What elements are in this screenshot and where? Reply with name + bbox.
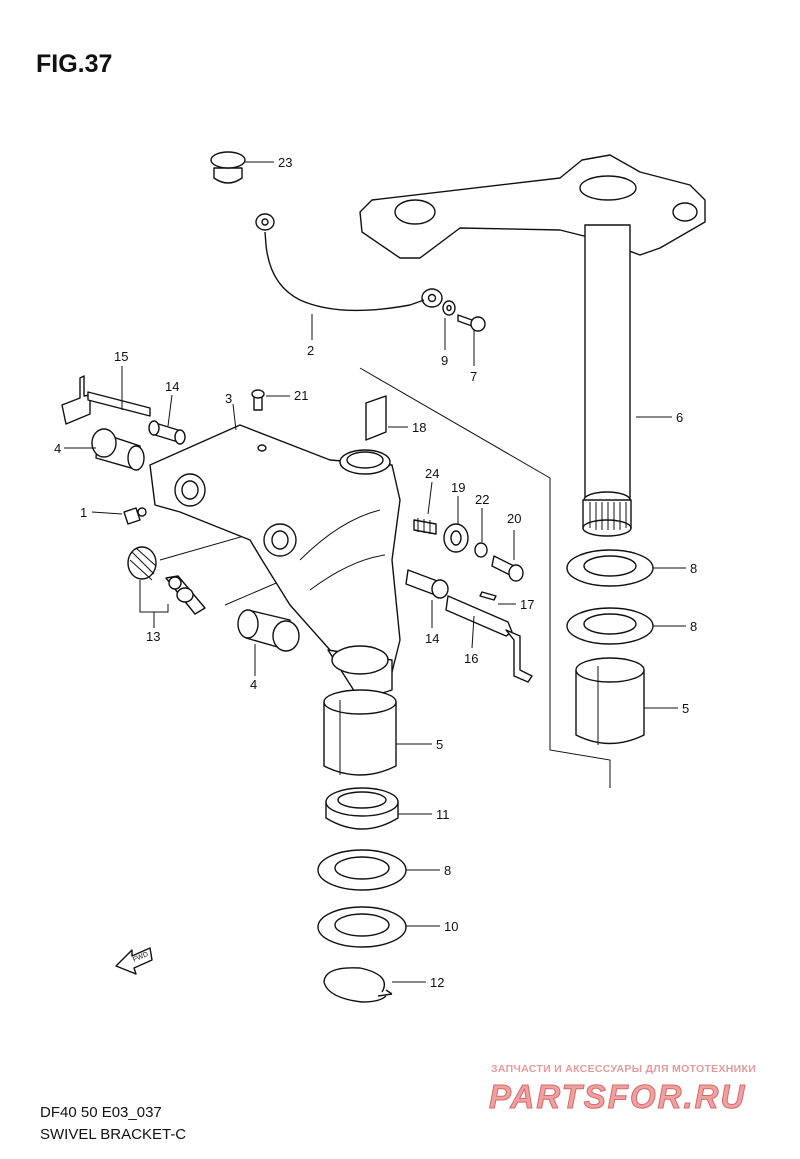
tilt-pin-15 [61,375,151,425]
callout-23: 23 [278,155,292,170]
callout-13: 13 [146,629,160,644]
callout-9: 9 [441,353,448,368]
seal-11 [325,787,399,830]
callout-12: 12 [430,975,444,990]
ground-wire-part [255,213,443,312]
knob-19 [443,523,469,553]
callout-10: 10 [444,919,458,934]
watermark-logo: PARTSFOR.RU [488,1078,747,1116]
callout-21: 21 [294,388,308,403]
leader-lines [64,161,686,983]
callout-numbers: 23 2 9 7 15 14 3 21 18 4 6 24 19 22 20 1… [54,155,697,990]
callout-5-right: 5 [682,701,689,716]
callout-8-middle: 8 [690,619,697,634]
bushing-4-lower [237,609,300,652]
rod-16 [445,595,533,683]
callout-14-left: 14 [165,379,179,394]
watermark-tagline: ЗАПЧАСТИ И АКСЕССУАРЫ ДЛЯ МОТОТЕХНИКИ [491,1063,757,1075]
bush-5-right [575,657,645,745]
callout-15: 15 [114,349,128,364]
bolt-21 [251,389,265,411]
callout-8-lower: 8 [444,863,451,878]
bushing-14-right [405,569,449,599]
callout-20: 20 [507,511,521,526]
bushing-4-upper [91,428,145,471]
callout-11: 11 [436,807,450,822]
spring-13 [127,546,157,581]
figure-title: FIG.37 [36,50,113,78]
swivel-bracket-body [149,424,401,701]
washer-8-middle [566,607,654,645]
bolt-20 [491,555,524,582]
figure-code: DF40 50 E03_037 [40,1104,162,1121]
bush-5-center [323,689,397,776]
knob-13 [165,575,206,615]
washer-8-upper [566,549,654,587]
callout-8-upper: 8 [690,561,697,576]
callout-6: 6 [676,410,683,425]
bushing-14-left [148,420,186,445]
washer-8-lower [317,849,407,891]
figure-name: SWIVEL BRACKET-C [40,1126,187,1143]
grease-nipple-1 [123,507,147,525]
plate-18 [365,395,387,441]
callout-19: 19 [451,480,465,495]
callout-4-upper: 4 [54,441,61,456]
fwd-arrow-icon: FWD [115,947,153,975]
washer-22 [474,542,488,558]
washer-9 [442,300,456,316]
callout-1: 1 [80,505,87,520]
spring-24 [413,518,437,535]
washer-10 [317,906,407,948]
callout-4-lower: 4 [250,677,257,692]
callout-3: 3 [225,391,232,406]
callout-2: 2 [307,343,314,358]
callout-22: 22 [475,492,489,507]
circlip-12 [323,967,393,1003]
callout-18: 18 [412,420,426,435]
callout-7: 7 [470,369,477,384]
bolt-7 [457,314,486,332]
callout-16: 16 [464,651,478,666]
callout-24: 24 [425,466,439,481]
callout-14-right: 14 [425,631,439,646]
plug-part [210,151,246,184]
pin-17 [479,591,497,601]
callout-17: 17 [520,597,534,612]
steering-shaft-part [359,154,706,537]
callout-5-center: 5 [436,737,443,752]
